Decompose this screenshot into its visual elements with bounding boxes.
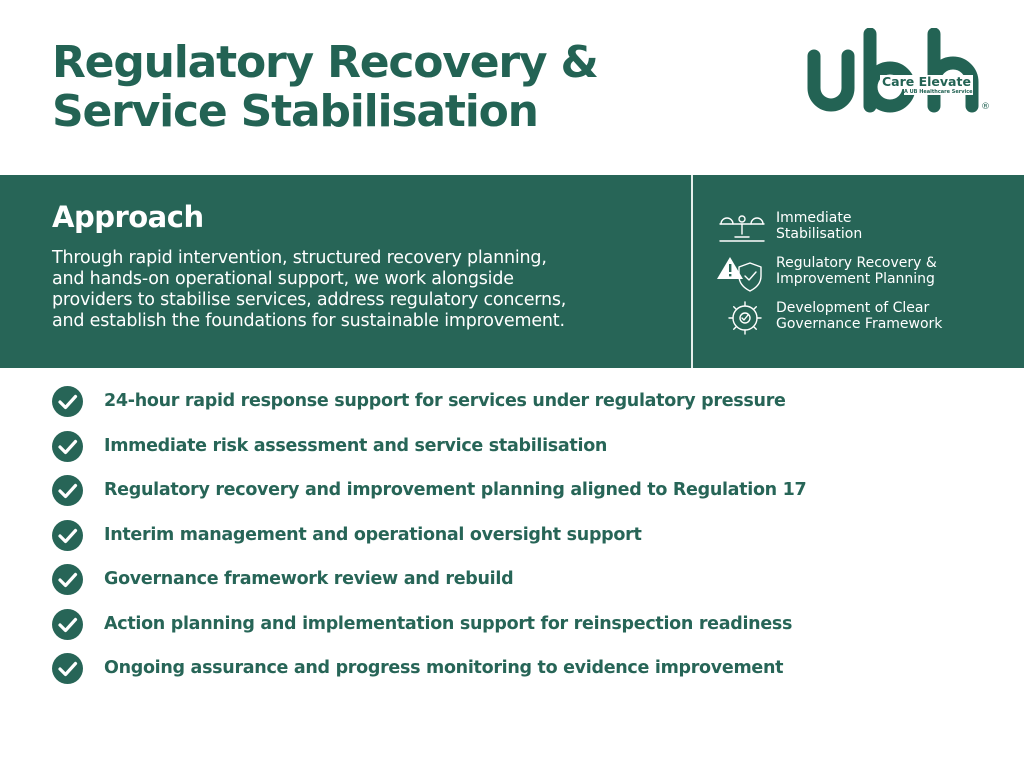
checkmark-circle-icon (52, 519, 83, 551)
feature-label: Immediate Stabilisation (776, 210, 862, 242)
checklist-item-text: Interim management and operational overs… (104, 524, 642, 545)
page-title-line-2: Service Stabilisation (52, 86, 539, 137)
checkmark-circle-icon (52, 475, 83, 506)
approach-line: and establish the foundations for sustai… (52, 311, 565, 331)
ubh-logo: Care Elevate A UB Healthcare Service ® (800, 28, 996, 118)
feature-regulatory-recovery: Regulatory Recovery & Improvement Planni… (716, 255, 1016, 295)
feature-immediate-stabilisation: Immediate Stabilisation (716, 210, 1016, 250)
checklist-item-text: Governance framework review and rebuild (104, 569, 514, 589)
checkmark-circle-icon (52, 653, 83, 684)
feature-label-line: Development of Clear (776, 300, 930, 316)
registered-mark: ® (981, 102, 990, 112)
checklist-item-text: 24-hour rapid response support for servi… (104, 391, 786, 411)
feature-label-line: Governance Framework (776, 316, 943, 332)
checkmark-circle-icon (52, 430, 83, 462)
feature-label-line: Improvement Planning (776, 271, 935, 287)
checklist-item-text: Regulatory recovery and improvement plan… (104, 480, 807, 500)
approach-heading: Approach (52, 200, 204, 234)
approach-description: Through rapid intervention, structured r… (52, 248, 566, 332)
approach-band: Approach Through rapid intervention, str… (0, 175, 1024, 368)
feature-governance-framework: Development of Clear Governance Framewor… (716, 300, 1016, 340)
logo-tagline: A UB Healthcare Service (904, 89, 973, 95)
checklist-item-text: Action planning and implementation suppo… (104, 613, 793, 634)
checkmark-circle-icon (52, 564, 83, 595)
page-title: Regulatory Recovery & Service Stabilisat… (52, 37, 599, 137)
feature-label-line: Immediate (776, 210, 852, 226)
feature-label-line: Stabilisation (776, 226, 863, 242)
feature-label: Development of Clear Governance Framewor… (776, 300, 942, 332)
ubh-wordmark-graphic (807, 28, 979, 113)
checkmark-circle-icon (52, 386, 83, 417)
checklist-item-text: Immediate risk assessment and service st… (104, 435, 608, 456)
feature-label-line: Regulatory Recovery & (776, 255, 937, 271)
vertical-divider (691, 175, 693, 368)
feature-label: Regulatory Recovery & Improvement Planni… (776, 255, 937, 287)
warning-shield-icon (717, 257, 762, 292)
balance-scale-icon (719, 215, 765, 242)
approach-line: providers to stabilise services, address… (52, 290, 567, 310)
page-title-line-1: Regulatory Recovery & (52, 37, 599, 88)
checklist-item-text: Ongoing assurance and progress monitorin… (104, 658, 784, 678)
logo-brand-name: Care Elevate (880, 74, 973, 89)
approach-line: Through rapid intervention, structured r… (52, 248, 547, 268)
governance-gear-icon (728, 301, 762, 335)
approach-line: and hands-on operational support, we wor… (52, 269, 514, 289)
checkmark-circle-icon (52, 608, 83, 640)
